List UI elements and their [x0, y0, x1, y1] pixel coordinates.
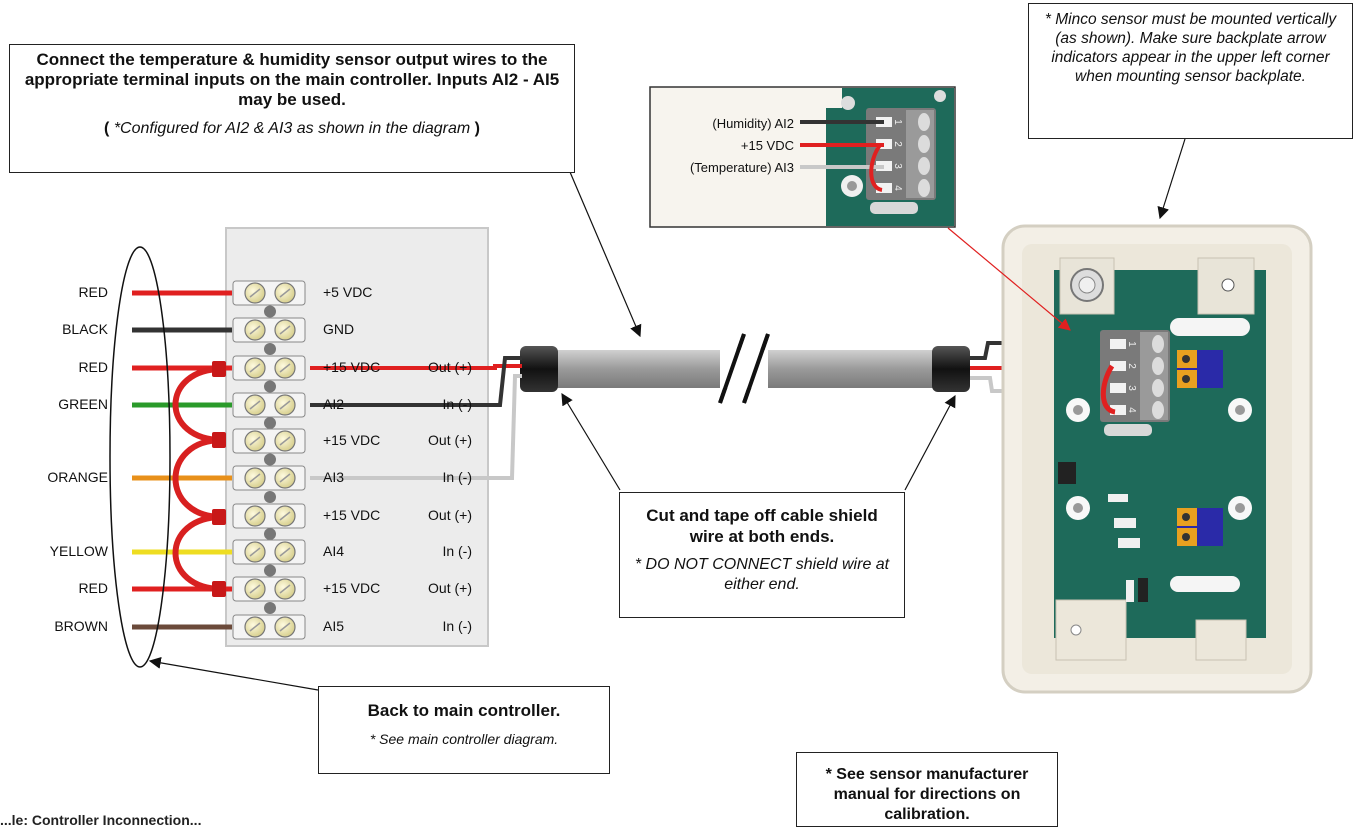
pin-number: 2 — [892, 141, 903, 147]
pin-number: 2 — [1126, 363, 1137, 369]
pointer-back-to-ellipse — [148, 656, 319, 691]
wire-label: YELLOW — [49, 543, 108, 559]
terminal-row — [232, 355, 306, 393]
cable-wires-left — [310, 356, 522, 480]
pin-number: 4 — [892, 185, 903, 191]
sensor-pin-slots — [1110, 339, 1126, 415]
jumper-loops — [172, 366, 225, 592]
terminal-io: Out (+) — [428, 507, 472, 523]
terminal-io: In (-) — [442, 469, 472, 485]
wire-label: BLACK — [62, 321, 108, 337]
terminal-row — [232, 503, 306, 540]
pin-number: 3 — [1126, 385, 1137, 391]
terminal-io: In (-) — [442, 543, 472, 559]
inset-pin-numbers: 1 2 3 4 — [892, 119, 903, 191]
terminal-row — [232, 317, 306, 355]
pin-number: 1 — [1126, 341, 1137, 347]
callout-back-main-title: Back to main controller. — [367, 701, 561, 720]
pointer-inset-to-sensor — [947, 227, 1071, 331]
callout-calibration: * See sensor manufacturer manual for dir… — [796, 752, 1058, 827]
terminal-io: Out (+) — [428, 432, 472, 448]
terminal-name: AI3 — [323, 469, 345, 485]
terminal-name: AI2 — [323, 396, 345, 412]
inset-label-humidity: (Humidity) AI2 — [712, 116, 794, 131]
pin-number: 3 — [892, 163, 903, 169]
callout-back-main-note: * See main controller diagram. — [369, 731, 559, 747]
terminal-row — [232, 392, 306, 429]
cable-boot-left — [520, 346, 558, 392]
pointer-topleft-to-cable — [569, 171, 642, 338]
terminal-name: +15 VDC — [323, 507, 381, 523]
terminal-io: In (-) — [442, 618, 472, 634]
wire-label: ORANGE — [47, 469, 108, 485]
cable-left — [530, 350, 720, 388]
pointer-cut-to-right-boot — [904, 394, 956, 491]
pcb-jumpers — [1177, 350, 1223, 546]
terminal-name: AI4 — [323, 543, 345, 559]
wire-label: RED — [78, 580, 108, 596]
callout-back-main: Back to main controller. * See main cont… — [318, 686, 610, 774]
wire-label: GREEN — [58, 396, 108, 412]
terminal-row — [232, 614, 306, 640]
callout-connect-note: *Configured for AI2 & AI3 as shown in th… — [113, 120, 471, 137]
pointer-minco-to-housing — [1157, 138, 1186, 220]
terminal-io: Out (+) — [428, 359, 472, 375]
cable-right — [768, 350, 943, 388]
callout-cut-note: * DO NOT CONNECT shield wire at either e… — [634, 556, 890, 593]
callout-cut-main: Cut and tape off cable shield wire at bo… — [646, 506, 878, 546]
terminal-row — [232, 539, 306, 577]
bottom-cutoff-text: ...le: Controller Inconnection... — [0, 812, 202, 828]
pin-number: 4 — [1126, 407, 1137, 413]
pointer-cut-to-left-boot — [561, 392, 621, 491]
wire-label: RED — [78, 359, 108, 375]
wire-label: BROWN — [54, 618, 108, 634]
callout-connect-sensor: Connect the temperature & humidity senso… — [9, 44, 575, 173]
wire-label: RED — [78, 284, 108, 300]
terminal-name: AI5 — [323, 618, 345, 634]
terminal-name: +5 VDC — [323, 284, 373, 300]
callout-cut-tape: Cut and tape off cable shield wire at bo… — [619, 492, 905, 618]
cable-boot-right — [932, 346, 970, 392]
inset-label-vdc: +15 VDC — [740, 138, 794, 153]
terminal-rows — [132, 280, 306, 640]
pin-number: 1 — [892, 119, 903, 125]
terminal-row — [232, 428, 306, 466]
terminal-name: +15 VDC — [323, 432, 381, 448]
inset-label-temperature: (Temperature) AI3 — [689, 160, 794, 175]
callout-connect-main: Connect the temperature & humidity senso… — [24, 50, 560, 109]
terminal-row — [232, 465, 306, 503]
terminal-row — [232, 280, 306, 318]
terminal-name: GND — [323, 321, 355, 337]
terminal-io: In (-) — [442, 396, 472, 412]
callout-connect-note-line: ( *Configured for AI2 & AI3 as shown in … — [104, 120, 480, 137]
callout-minco-mounting: * Minco sensor must be mounted verticall… — [1028, 3, 1353, 139]
terminal-name: +15 VDC — [323, 580, 381, 596]
terminal-name: +15 VDC — [323, 359, 381, 375]
terminal-row — [232, 576, 306, 614]
terminal-io: Out (+) — [428, 580, 472, 596]
sensor-pin-numbers: 1 2 3 4 — [1126, 341, 1137, 413]
jumper-ferrules — [212, 361, 226, 597]
wire-bundle-ellipse — [109, 246, 171, 668]
